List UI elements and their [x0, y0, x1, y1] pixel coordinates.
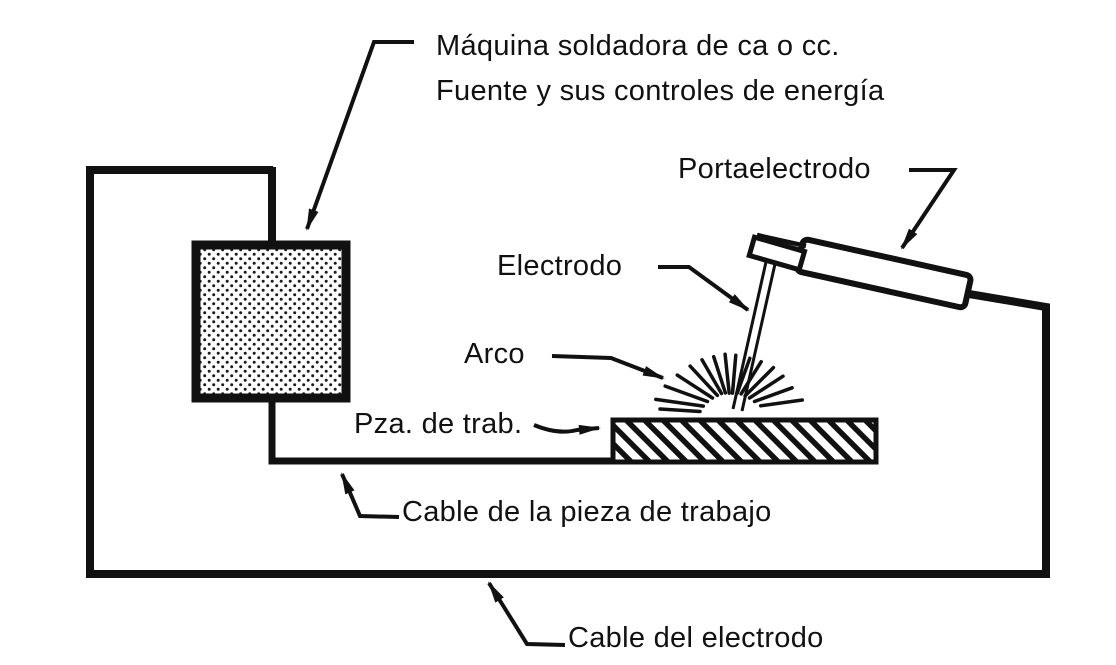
holder-upper-jaw [756, 232, 807, 249]
welding-machine-box [191, 240, 351, 403]
electrode-holder-label: Portaelectrodo [678, 153, 871, 185]
holder-callout-arrow [900, 168, 958, 250]
machine-callout-arrow [305, 40, 414, 231]
workpiece-callout-arrow [533, 423, 601, 435]
electrode-cable-loop [86, 166, 1050, 578]
machine-label: Máquina soldadora de ca o cc. Fuente y s… [436, 24, 884, 114]
arc-burst [654, 352, 805, 414]
work-cable-callout-arrow [340, 472, 400, 519]
electrode-callout-arrow [658, 265, 750, 312]
electrode-label: Electrodo [497, 250, 623, 282]
electrode-rod [731, 261, 777, 412]
work-cable-lead [268, 398, 618, 465]
arc-label: Arco [464, 338, 525, 370]
machine-label-line1: Máquina soldadora de ca o cc. [436, 30, 840, 62]
workpiece-label: Pza. de trab. [354, 408, 523, 440]
callout-arrows [305, 40, 958, 647]
work-cable-label: Cable de la pieza de trabajo [402, 496, 772, 528]
electrode-cable-label: Cable del electrodo [568, 622, 824, 654]
workpiece-bar [610, 417, 879, 465]
arc-callout-arrow [551, 354, 665, 380]
electrode-holder [746, 232, 974, 311]
electrode-cable-callout-arrow [487, 581, 566, 647]
machine-label-line2: Fuente y sus controles de energía [436, 75, 885, 107]
